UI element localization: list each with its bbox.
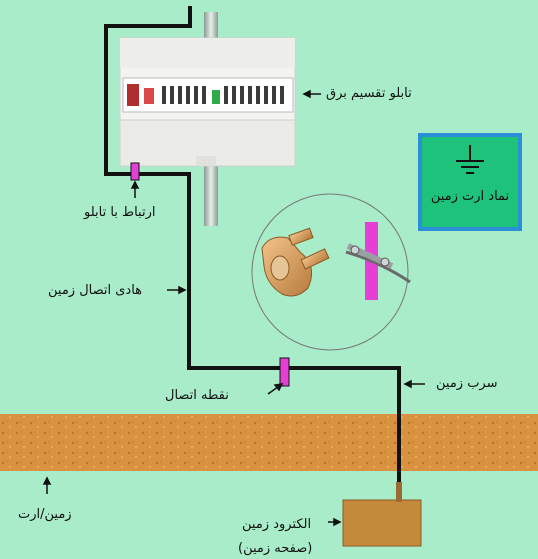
label-panel-connection: ارتباط با تابلو (84, 205, 156, 220)
label-panel: تابلو تقسیم برق (326, 86, 412, 101)
soil-layer (0, 414, 538, 471)
legend-text: نماد ارت زمین (430, 189, 510, 204)
distribution-panel (119, 37, 296, 167)
ground-wire (104, 6, 401, 484)
label-ground-conductor: هادی اتصال زمین (48, 283, 143, 298)
ground-electrode-plate (342, 499, 422, 547)
label-soil: زمین/ارت (18, 507, 72, 522)
panel-connector (130, 162, 140, 181)
label-ground-lead: سرب زمین (436, 376, 498, 391)
clamp-detail (251, 193, 411, 351)
label-electrode: الکترود زمین (242, 517, 312, 532)
junction-connector (279, 357, 290, 387)
ground-symbol-icon (456, 145, 484, 174)
legend-box: نماد ارت زمین (418, 133, 522, 231)
pointer-arrows (42, 89, 425, 527)
label-electrode-plate: (صفحه زمین) (238, 541, 313, 556)
label-junction: نقطه اتصال (165, 388, 229, 403)
